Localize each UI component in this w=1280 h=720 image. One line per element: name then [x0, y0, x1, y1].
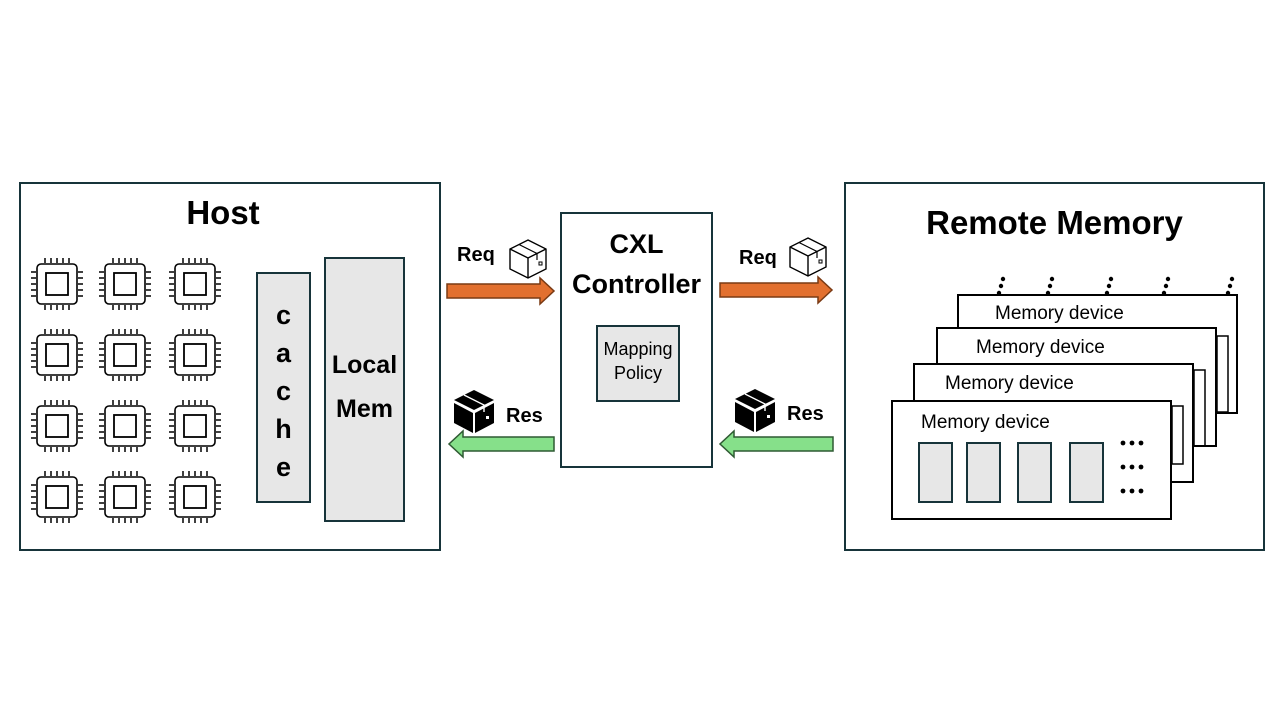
- memory-bank-cell: [1017, 442, 1052, 503]
- stack-ellipsis-dots: [996, 276, 1235, 296]
- package-outline-icon: [509, 239, 547, 279]
- memory-bank-cell: [918, 442, 953, 503]
- cpu-chip-icon: [168, 257, 222, 311]
- cpu-chip-grid: [30, 257, 222, 524]
- cache-label: c a c h e: [275, 300, 292, 482]
- cpu-chip-icon: [98, 470, 152, 524]
- cpu-chip-icon: [30, 399, 84, 453]
- res-label-left: Res: [506, 405, 543, 427]
- cache-box: c a c h e: [256, 272, 311, 503]
- package-solid-icon: [734, 388, 776, 433]
- local-mem-label: Local Mem: [331, 351, 398, 423]
- stack-edge-lines: [1171, 335, 1229, 465]
- cpu-chip-icon: [30, 257, 84, 311]
- cpu-chip-icon: [98, 328, 152, 382]
- req-label-right: Req: [739, 247, 777, 269]
- req-arrow-right: [719, 275, 834, 305]
- req-arrow-left: [446, 276, 556, 306]
- memory-bank-cell: [966, 442, 1001, 503]
- memory-device-title: Memory device: [921, 412, 1050, 433]
- cpu-chip-icon: [168, 470, 222, 524]
- res-arrow-left: [447, 429, 555, 459]
- mapping-policy-box: Mapping Policy: [596, 325, 680, 402]
- res-label-right: Res: [787, 403, 824, 425]
- cpu-chip-icon: [30, 470, 84, 524]
- remote-title: Remote Memory: [926, 204, 1183, 241]
- cxl-title: CXL Controller: [571, 229, 701, 299]
- bank-ellipsis-dots: [1120, 440, 1144, 494]
- req-label-left: Req: [457, 244, 495, 266]
- cpu-chip-icon: [98, 399, 152, 453]
- res-arrow-right: [718, 429, 834, 459]
- host-title: Host: [186, 194, 260, 231]
- package-solid-icon: [453, 389, 495, 434]
- cxl-controller-box: CXL Controller: [560, 212, 713, 468]
- memory-device-title: Memory device: [976, 337, 1105, 358]
- cpu-chip-icon: [30, 328, 84, 382]
- memory-device-title: Memory device: [945, 373, 1074, 394]
- local-mem-box: Local Mem: [324, 257, 405, 522]
- package-outline-icon: [789, 237, 827, 277]
- cpu-chip-icon: [168, 399, 222, 453]
- memory-bank-cell: [1069, 442, 1104, 503]
- mapping-policy-label: Mapping Policy: [603, 339, 673, 383]
- cpu-chip-icon: [98, 257, 152, 311]
- memory-device-card: Memory device: [891, 400, 1172, 520]
- cpu-chip-icon: [168, 328, 222, 382]
- memory-device-title: Memory device: [995, 303, 1124, 324]
